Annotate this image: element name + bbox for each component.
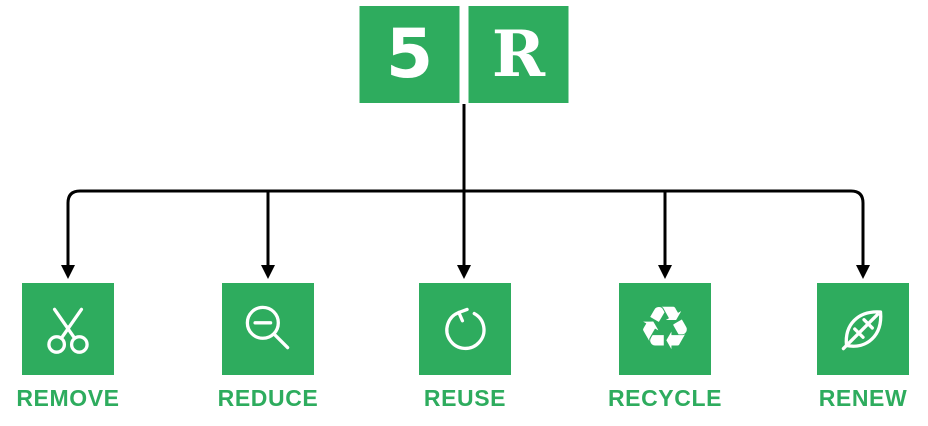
branch-square	[22, 283, 114, 375]
leaf-icon	[841, 310, 883, 351]
connector-tree	[61, 104, 870, 279]
arrowhead-reuse	[457, 265, 471, 279]
branch-square	[817, 283, 909, 375]
root-letter: R	[491, 17, 546, 92]
digit-square: 5	[359, 6, 460, 103]
branch-label: REDUCE	[217, 385, 319, 411]
root-digit: 5	[385, 15, 434, 94]
refresh-arrow-icon	[445, 307, 486, 351]
branch-square	[419, 283, 511, 375]
magnifier-minus-icon	[245, 305, 290, 350]
branch-label: REMOVE	[16, 385, 120, 411]
letter-square: R	[468, 6, 569, 103]
root-5r-badge: 5 R	[359, 6, 569, 103]
branch-label: RENEW	[818, 385, 908, 411]
arrowhead-renew	[856, 265, 870, 279]
branch-reuse: REUSE	[375, 283, 555, 412]
branch-renew: RENEW	[773, 283, 928, 412]
connector-horizontal-line	[66, 189, 865, 266]
branch-square: ♻	[619, 283, 711, 375]
branch-reduce: REDUCE	[178, 283, 358, 412]
branch-remove: REMOVE	[0, 283, 158, 412]
branch-square	[222, 283, 314, 375]
arrowhead-reduce	[261, 265, 275, 279]
branch-recycle: ♻ RECYCLE	[575, 283, 755, 412]
branch-label: RECYCLE	[607, 385, 723, 411]
scissors-icon	[47, 307, 89, 354]
arrowhead-recycle	[658, 265, 672, 279]
branch-label: REUSE	[423, 385, 507, 411]
arrowhead-remove	[61, 265, 75, 279]
recycle-icon: ♻	[638, 294, 692, 364]
